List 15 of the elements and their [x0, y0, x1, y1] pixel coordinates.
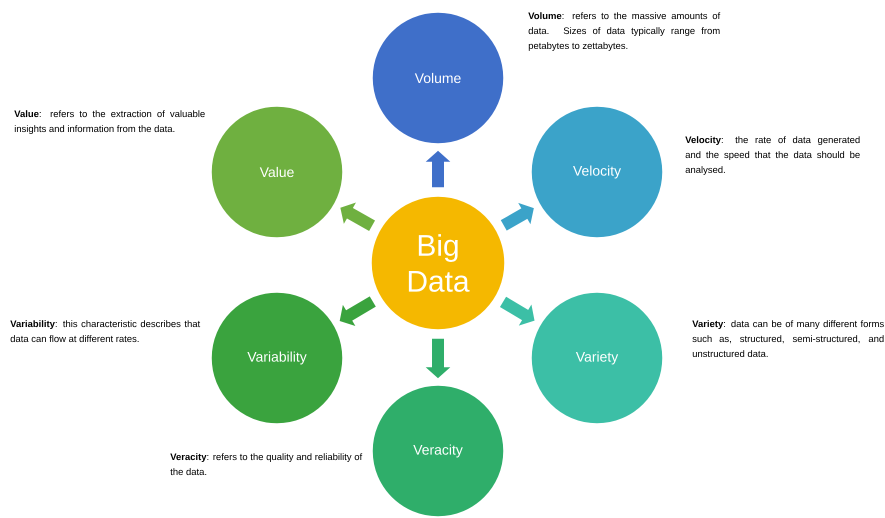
circle-node: Variability [210, 291, 344, 425]
description-text: Variability: this characteristic describes that data can flow at different rates. [10, 320, 200, 342]
circle-node: Big Data [370, 195, 506, 331]
block-arrow [340, 296, 376, 326]
circle-node: Variety [530, 291, 664, 425]
description-text: Velocity: the rate of data generated and the speed that the data should be analysed. [685, 136, 860, 175]
description-text: Variety: data can be of many different forms such as, structured, semi-structured, and unstructured data. [692, 320, 884, 358]
description-text: Value: refers to the extraction of valuable insights and information from the data. [14, 110, 205, 134]
block-arrow [500, 202, 534, 231]
description-text: Volume: refers to the massive amounts of data. Sizes of data typically range from petabytes to zettabytes. [528, 12, 720, 51]
description-text: Veracity: refers to the quality and reliability of the data. [170, 453, 362, 476]
circle-node: Veracity [371, 384, 505, 518]
circle-node: Velocity [530, 105, 664, 239]
circle-node: Volume [371, 11, 505, 145]
circle-node: Value [210, 105, 344, 239]
